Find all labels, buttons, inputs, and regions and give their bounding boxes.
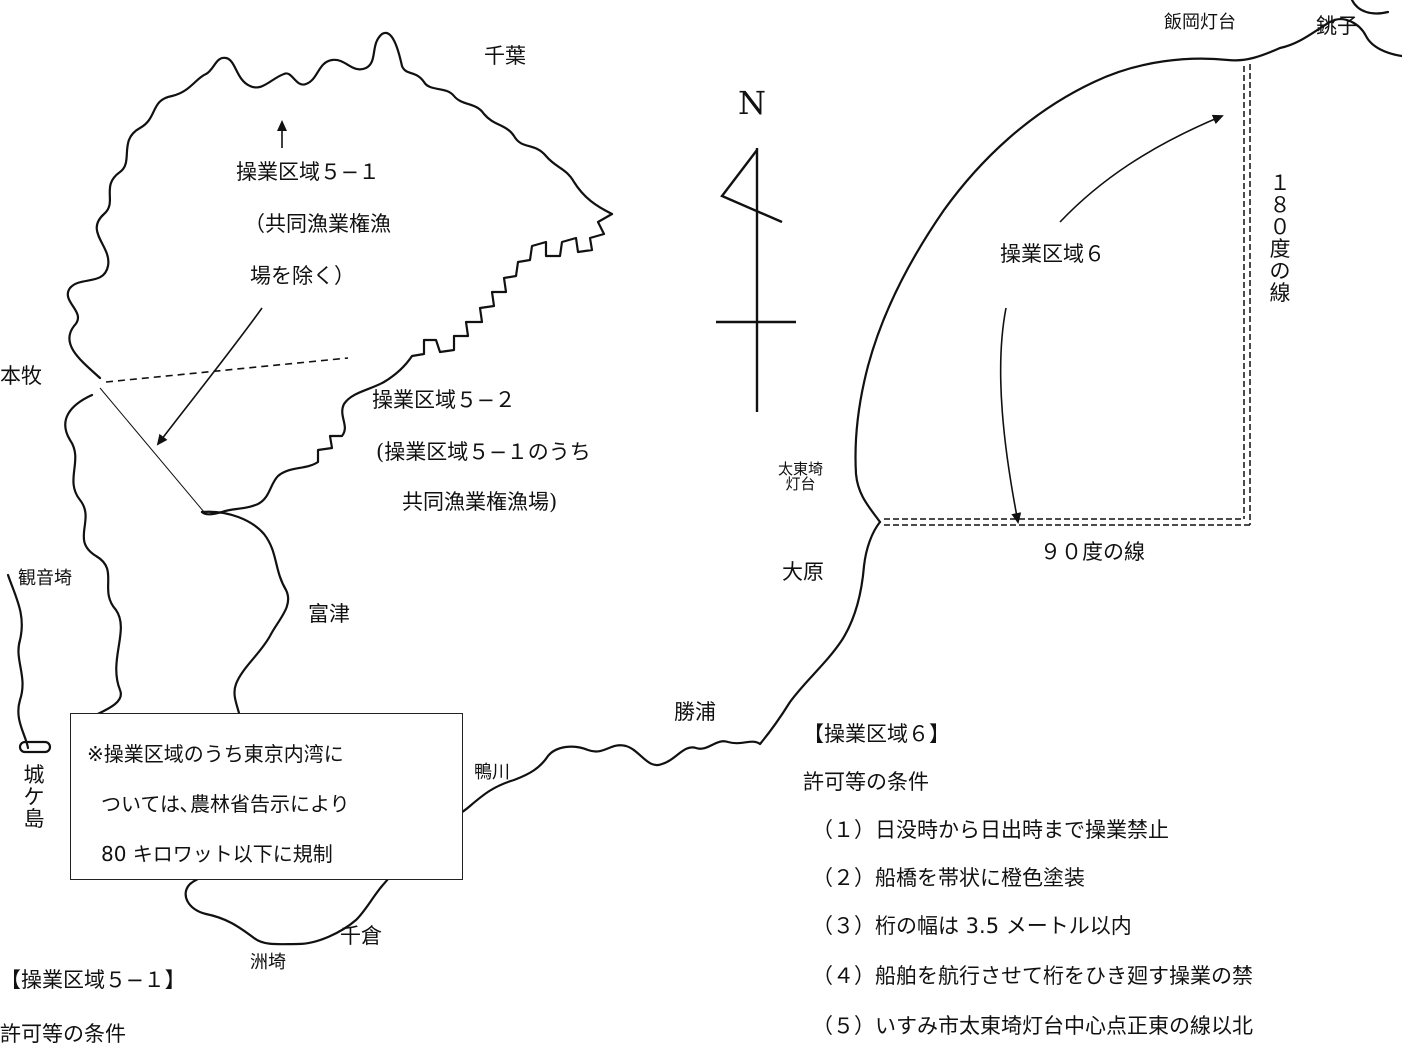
conditions6-item-4: （４）船舶を航行させて桁をひき廻す操業の禁 [812,964,1253,988]
label-area51-note-1: （共同漁業権漁 [244,212,391,236]
arrow-area6-up [1059,114,1224,223]
label-futtsu: 富津 [308,602,350,626]
notice-line-1: ※操業区域のうち東京内湾に [87,742,344,766]
coastline-tokyo-bay-north [66,31,614,380]
label-sunosaki: 洲埼 [250,952,286,973]
conditions51-subheading: 許可等の条件 [0,1022,126,1045]
label-area52-note-1: (操業区域５−１のうち [376,440,591,464]
coastline-yokohama [64,393,122,720]
label-kannonzaki: 観音埼 [18,568,72,589]
label-kamogawa: 鴨川 [474,762,510,783]
coastline-kanagawa [6,573,30,750]
arrow-area6-down [999,307,1022,524]
notice-box: ※操業区域のうち東京内湾に ついては､農林省告示により 80 キロワット以下に規… [70,713,463,880]
conditions51-heading: 【操業区域５−１】 [0,968,186,992]
label-honmoku: 本牧 [0,364,42,388]
conditions6-item-1: （１）日没時から日出時まで操業禁止 [812,818,1169,842]
label-area52: 操業区域５−２ [372,388,516,412]
label-area51-note-2: 場を除く） [250,264,355,288]
boundary-honmoku-dashed [105,357,349,383]
conditions6-subheading: 許可等の条件 [803,770,929,794]
boundary-honmoku-futtsu [99,387,205,513]
label-90deg-line: ９０度の線 [1040,540,1145,564]
coastline-choshi-river [1350,0,1390,15]
conditions6-item-2: （２）船橋を帯状に橙色塗装 [812,866,1085,890]
label-jogashima: 城 ケ 島 [23,763,45,832]
label-area6: 操業区域６ [1000,242,1105,266]
label-area51: 操業区域５−１ [236,160,380,184]
label-ohara: 大原 [782,560,824,584]
label-area52-note-2: 共同漁業権漁場) [402,490,558,514]
island-jogashima [18,740,52,754]
coastline-chiba-bay [200,212,614,516]
arrow-area52 [156,307,263,446]
label-iioka-lighthouse: 飯岡灯台 [1164,12,1236,33]
coastline-choshi [1278,18,1402,58]
label-choshi: 銚子 [1316,14,1358,38]
north-arrow-icon [716,148,796,412]
label-180deg-line: １ ８ ０ 度 の 線 [1269,171,1291,306]
label-katsuura: 勝浦 [674,700,716,724]
label-chiba: 千葉 [484,44,526,68]
conditions6-heading: 【操業区域６】 [803,722,950,746]
coastline-sotobo [408,520,882,850]
conditions6-item-3: （３）桁の幅は 3.5 メートル以内 [812,914,1132,938]
compass-north-label: N [738,84,766,122]
notice-line-2: ついては､農林省告示により [101,792,350,816]
label-taitozaki-lighthouse: 太東埼 灯台 [778,460,824,493]
notice-line-3: 80 キロワット以下に規制 [101,842,333,866]
coastline-kujukuri [854,46,1282,524]
conditions6-item-5: （５）いすみ市太東埼灯台中心点正東の線以北 [812,1014,1253,1038]
label-chikura: 千倉 [340,924,382,948]
